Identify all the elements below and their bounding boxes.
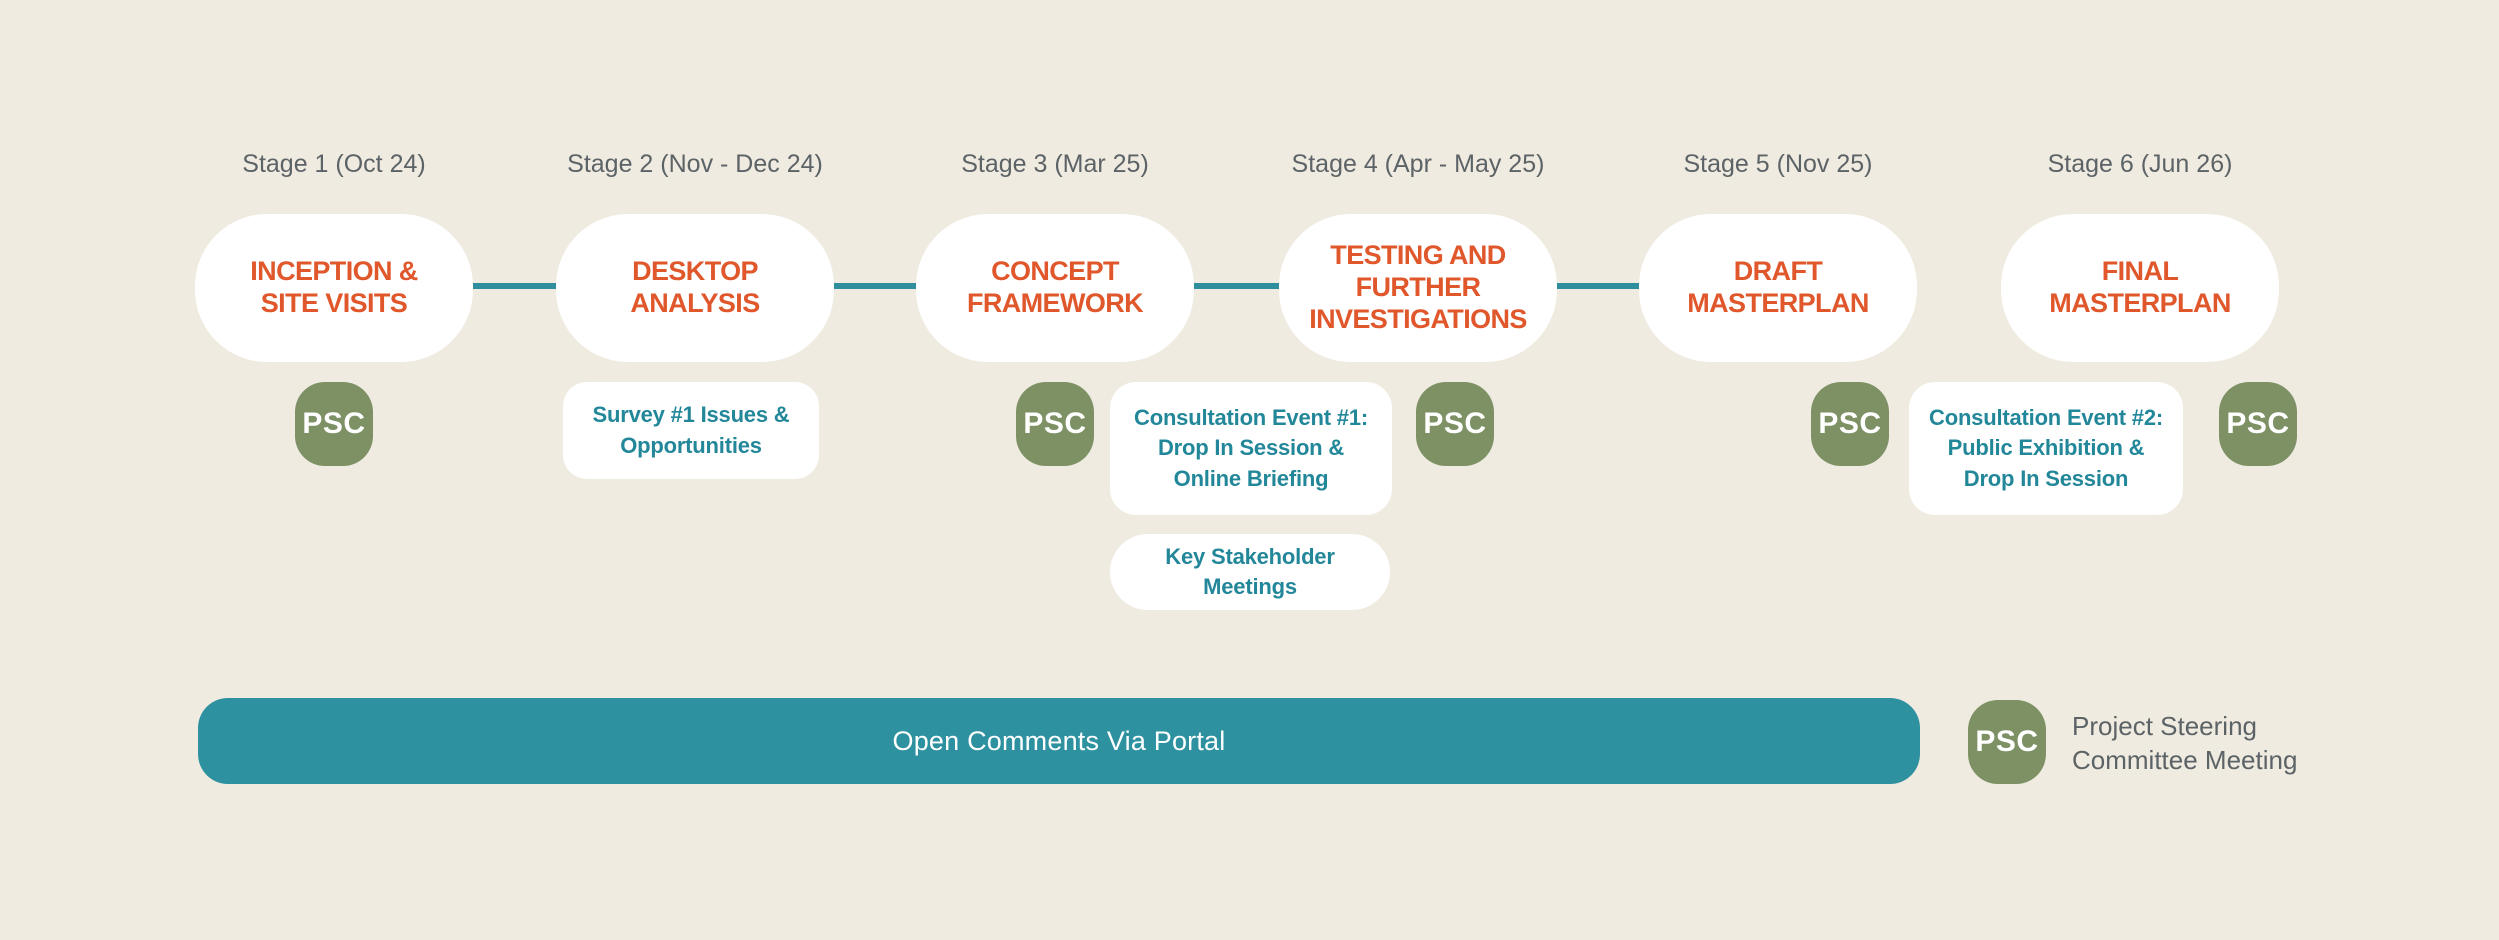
stage-5-title: DRAFT MASTERPLAN xyxy=(1687,256,1869,318)
stage-3-title: CONCEPT FRAMEWORK xyxy=(966,256,1144,318)
stage-3-date-label: Stage 3 (Mar 25) xyxy=(961,150,1149,178)
note-consultation-event-2: Consultation Event #2: Public Exhibition… xyxy=(1909,382,2183,515)
connector-stage1-stage2 xyxy=(473,283,556,289)
open-comments-portal-label: Open Comments Via Portal xyxy=(892,725,1226,756)
open-comments-portal-bar: Open Comments Via Portal xyxy=(198,698,1920,784)
connector-stage4-stage5 xyxy=(1557,283,1639,289)
stage-4-pill: TESTING AND FURTHER INVESTIGATIONS xyxy=(1279,214,1557,362)
stage-4-title: TESTING AND FURTHER INVESTIGATIONS xyxy=(1309,240,1527,334)
stage-2-pill: DESKTOP ANALYSIS xyxy=(556,214,834,362)
legend-psc-description: Project Steering Committee Meeting xyxy=(2072,711,2298,775)
connector-stage2-stage3 xyxy=(834,283,916,289)
psc-badge-stage-4: PSC xyxy=(1416,382,1494,466)
connector-stage3-stage4 xyxy=(1194,283,1279,289)
psc-badge-stage-3: PSC xyxy=(1016,382,1094,466)
stage-1-date-label: Stage 1 (Oct 24) xyxy=(242,150,426,178)
psc-badge-stage-5: PSC xyxy=(1811,382,1889,466)
note-consultation-event-1: Consultation Event #1: Drop In Session &… xyxy=(1110,382,1392,515)
psc-badge-stage-1: PSC xyxy=(295,382,373,466)
psc-badge-stage-6: PSC xyxy=(2219,382,2297,466)
stage-3-pill: CONCEPT FRAMEWORK xyxy=(916,214,1194,362)
stage-6-date-label: Stage 6 (Jun 26) xyxy=(2047,150,2233,178)
stage-5-date-label: Stage 5 (Nov 25) xyxy=(1683,150,1873,178)
stage-2-date-label: Stage 2 (Nov - Dec 24) xyxy=(567,150,823,178)
stage-5-pill: DRAFT MASTERPLAN xyxy=(1639,214,1917,362)
stage-6-pill: FINAL MASTERPLAN xyxy=(2001,214,2279,362)
note-survey-1-issues-opportunities: Survey #1 Issues & Opportunities xyxy=(563,382,819,479)
legend-psc-badge: PSC xyxy=(1968,700,2046,784)
stage-1-title: INCEPTION & SITE VISITS xyxy=(250,256,418,318)
stage-4-date-label: Stage 4 (Apr - May 25) xyxy=(1291,150,1545,178)
stage-1-pill: INCEPTION & SITE VISITS xyxy=(195,214,473,362)
note-key-stakeholder-meetings: Key Stakeholder Meetings xyxy=(1110,534,1390,610)
stage-6-title: FINAL MASTERPLAN xyxy=(2049,256,2231,318)
stage-2-title: DESKTOP ANALYSIS xyxy=(630,256,760,318)
